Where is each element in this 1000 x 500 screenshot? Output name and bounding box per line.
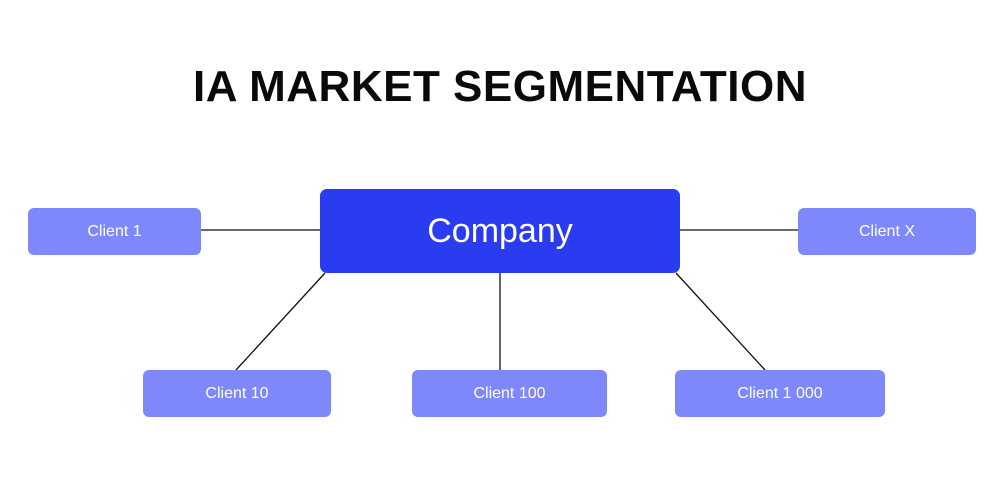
- client-x-node: Client X: [798, 208, 976, 255]
- company-node-label: Company: [427, 211, 573, 250]
- client-1000-label: Client 1 000: [737, 384, 823, 402]
- link-company-client-1000: [675, 272, 766, 371]
- client-10-node: Client 10: [143, 370, 331, 417]
- client-x-label: Client X: [858, 222, 916, 240]
- diagram-title: IA MARKET SEGMENTATION: [193, 62, 807, 111]
- client-1-node: Client 1: [28, 208, 201, 255]
- company-node: Company: [320, 189, 680, 273]
- client-100-label: Client 100: [473, 384, 546, 402]
- link-company-client-10: [235, 272, 326, 371]
- client-1000-node: Client 1 000: [675, 370, 885, 417]
- client-100-node: Client 100: [412, 370, 607, 417]
- client-10-label: Client 10: [205, 384, 269, 402]
- client-1-label: Client 1: [87, 222, 142, 240]
